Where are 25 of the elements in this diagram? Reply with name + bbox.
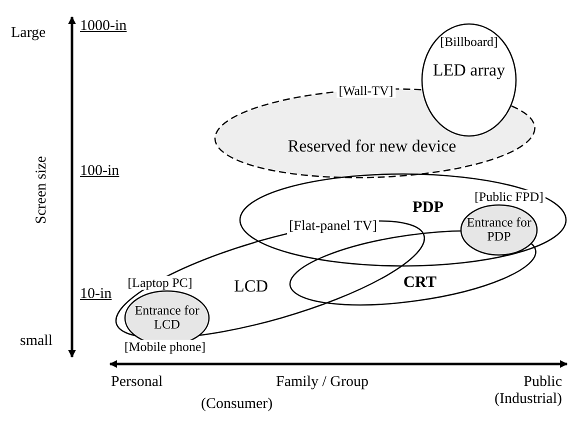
tick-label: 100-in [80,163,120,180]
example-tag: [Laptop PC] [126,276,194,290]
region-tag: [Wall-TV] [336,84,396,98]
axis-label: (Consumer) [201,396,273,414]
axis-label: Public (Industrial) [494,374,562,408]
example-tag: [Public FPD] [472,190,546,204]
region-tag: [Flat-panel TV] [287,218,379,236]
region-label: Reserved for new device [288,138,456,156]
ellipse-region [422,24,516,136]
ellipse-region [240,174,566,266]
tick-label: 10-in [80,286,112,304]
axis-label: Large [11,25,46,42]
region-label: Entrance for LCD [134,304,200,332]
axis-title: Screen size [33,156,50,224]
example-tag: [Mobile phone] [122,340,208,354]
region-label: LCD [234,278,268,296]
axis-label: small [20,333,52,350]
region-label: CRT [403,274,437,292]
axis-label: Family / Group [276,374,368,392]
region-label: Entrance for PDP [466,216,532,244]
region-label: PDP [412,199,444,217]
axis-label: Personal [111,374,163,392]
region-label: LED array [432,62,506,80]
region-tag: [Billboard] [440,34,498,50]
tick-label: 1000-in [80,18,127,36]
